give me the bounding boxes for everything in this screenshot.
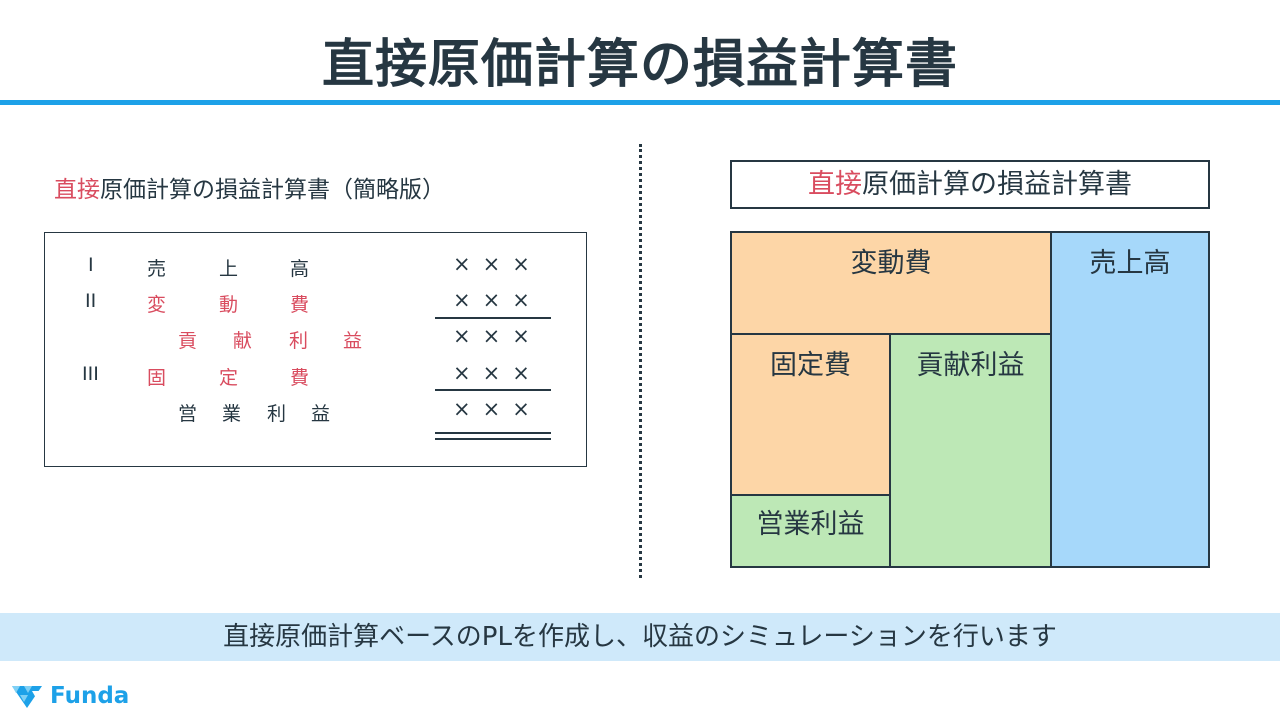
row-value: ××× <box>453 288 542 312</box>
dotted-divider <box>639 144 642 578</box>
funda-logo: Funda <box>10 682 129 710</box>
left-heading-rest: 原価計算の損益計算書（簡略版） <box>100 177 445 203</box>
total-double-rule-top <box>435 432 551 434</box>
subtotal-rule <box>435 317 551 319</box>
row-label-char: 献 <box>233 330 253 352</box>
row-label-char: 動 <box>219 294 239 316</box>
page-title: 直接原価計算の損益計算書 <box>321 35 958 95</box>
row-numeral: I <box>88 254 94 276</box>
variable-cost-label: 変動費 <box>850 248 932 279</box>
subtotal-rule <box>435 389 551 391</box>
row-label-char: 利 <box>289 330 309 352</box>
row-value: ××× <box>453 324 542 348</box>
row-label-char: 変 <box>147 294 167 316</box>
row-label-char: 業 <box>222 403 242 425</box>
sales-label: 売上高 <box>1089 248 1171 279</box>
variable-cost-block: 変動費 <box>730 231 1052 335</box>
title-underline <box>0 100 1280 105</box>
funda-logo-text: Funda <box>50 683 130 709</box>
row-label-char: 売 <box>147 258 167 280</box>
right-heading-highlight: 直接 <box>808 169 862 200</box>
fixed-cost-block: 固定費 <box>730 333 891 496</box>
row-label-char: 固 <box>147 367 167 389</box>
row-value: ××× <box>453 361 542 385</box>
contribution-margin-label: 貢献利益 <box>916 350 1025 381</box>
row-numeral: III <box>82 363 99 385</box>
income-statement-box: I 売 上 高 ××× II 変 動 費 ××× 貢 献 利 益 ××× III… <box>44 232 587 467</box>
contribution-margin-block: 貢献利益 <box>889 333 1052 568</box>
row-label-char: 費 <box>290 294 310 316</box>
row-label-char: 定 <box>219 367 239 389</box>
fixed-cost-label: 固定費 <box>770 350 851 381</box>
row-label-char: 益 <box>311 403 331 425</box>
row-label-char: 利 <box>267 403 287 425</box>
row-label-char: 高 <box>290 258 310 280</box>
left-heading-highlight: 直接 <box>54 177 100 203</box>
right-heading: 直接原価計算の損益計算書 <box>730 160 1210 209</box>
sales-block: 売上高 <box>1050 231 1210 568</box>
caption-band: 直接原価計算ベースのPLを作成し、収益のシミュレーションを行います <box>0 613 1280 661</box>
row-numeral: II <box>85 290 97 312</box>
row-label-char: 営 <box>178 403 198 425</box>
total-double-rule-bottom <box>435 438 551 440</box>
funda-diamond-icon <box>12 686 42 708</box>
row-value: ××× <box>453 397 542 421</box>
row-label-char: 費 <box>290 367 310 389</box>
right-heading-rest: 原価計算の損益計算書 <box>862 169 1132 200</box>
left-heading: 直接原価計算の損益計算書（簡略版） <box>54 170 445 204</box>
row-label-char: 貢 <box>178 330 198 352</box>
row-label-char: 益 <box>343 330 363 352</box>
row-label-char: 上 <box>219 258 239 280</box>
row-value: ××× <box>453 252 542 276</box>
operating-profit-block: 営業利益 <box>730 494 891 568</box>
pl-block-diagram: 変動費 売上高 固定費 貢献利益 営業利益 <box>730 231 1210 568</box>
operating-profit-label: 営業利益 <box>756 509 865 540</box>
